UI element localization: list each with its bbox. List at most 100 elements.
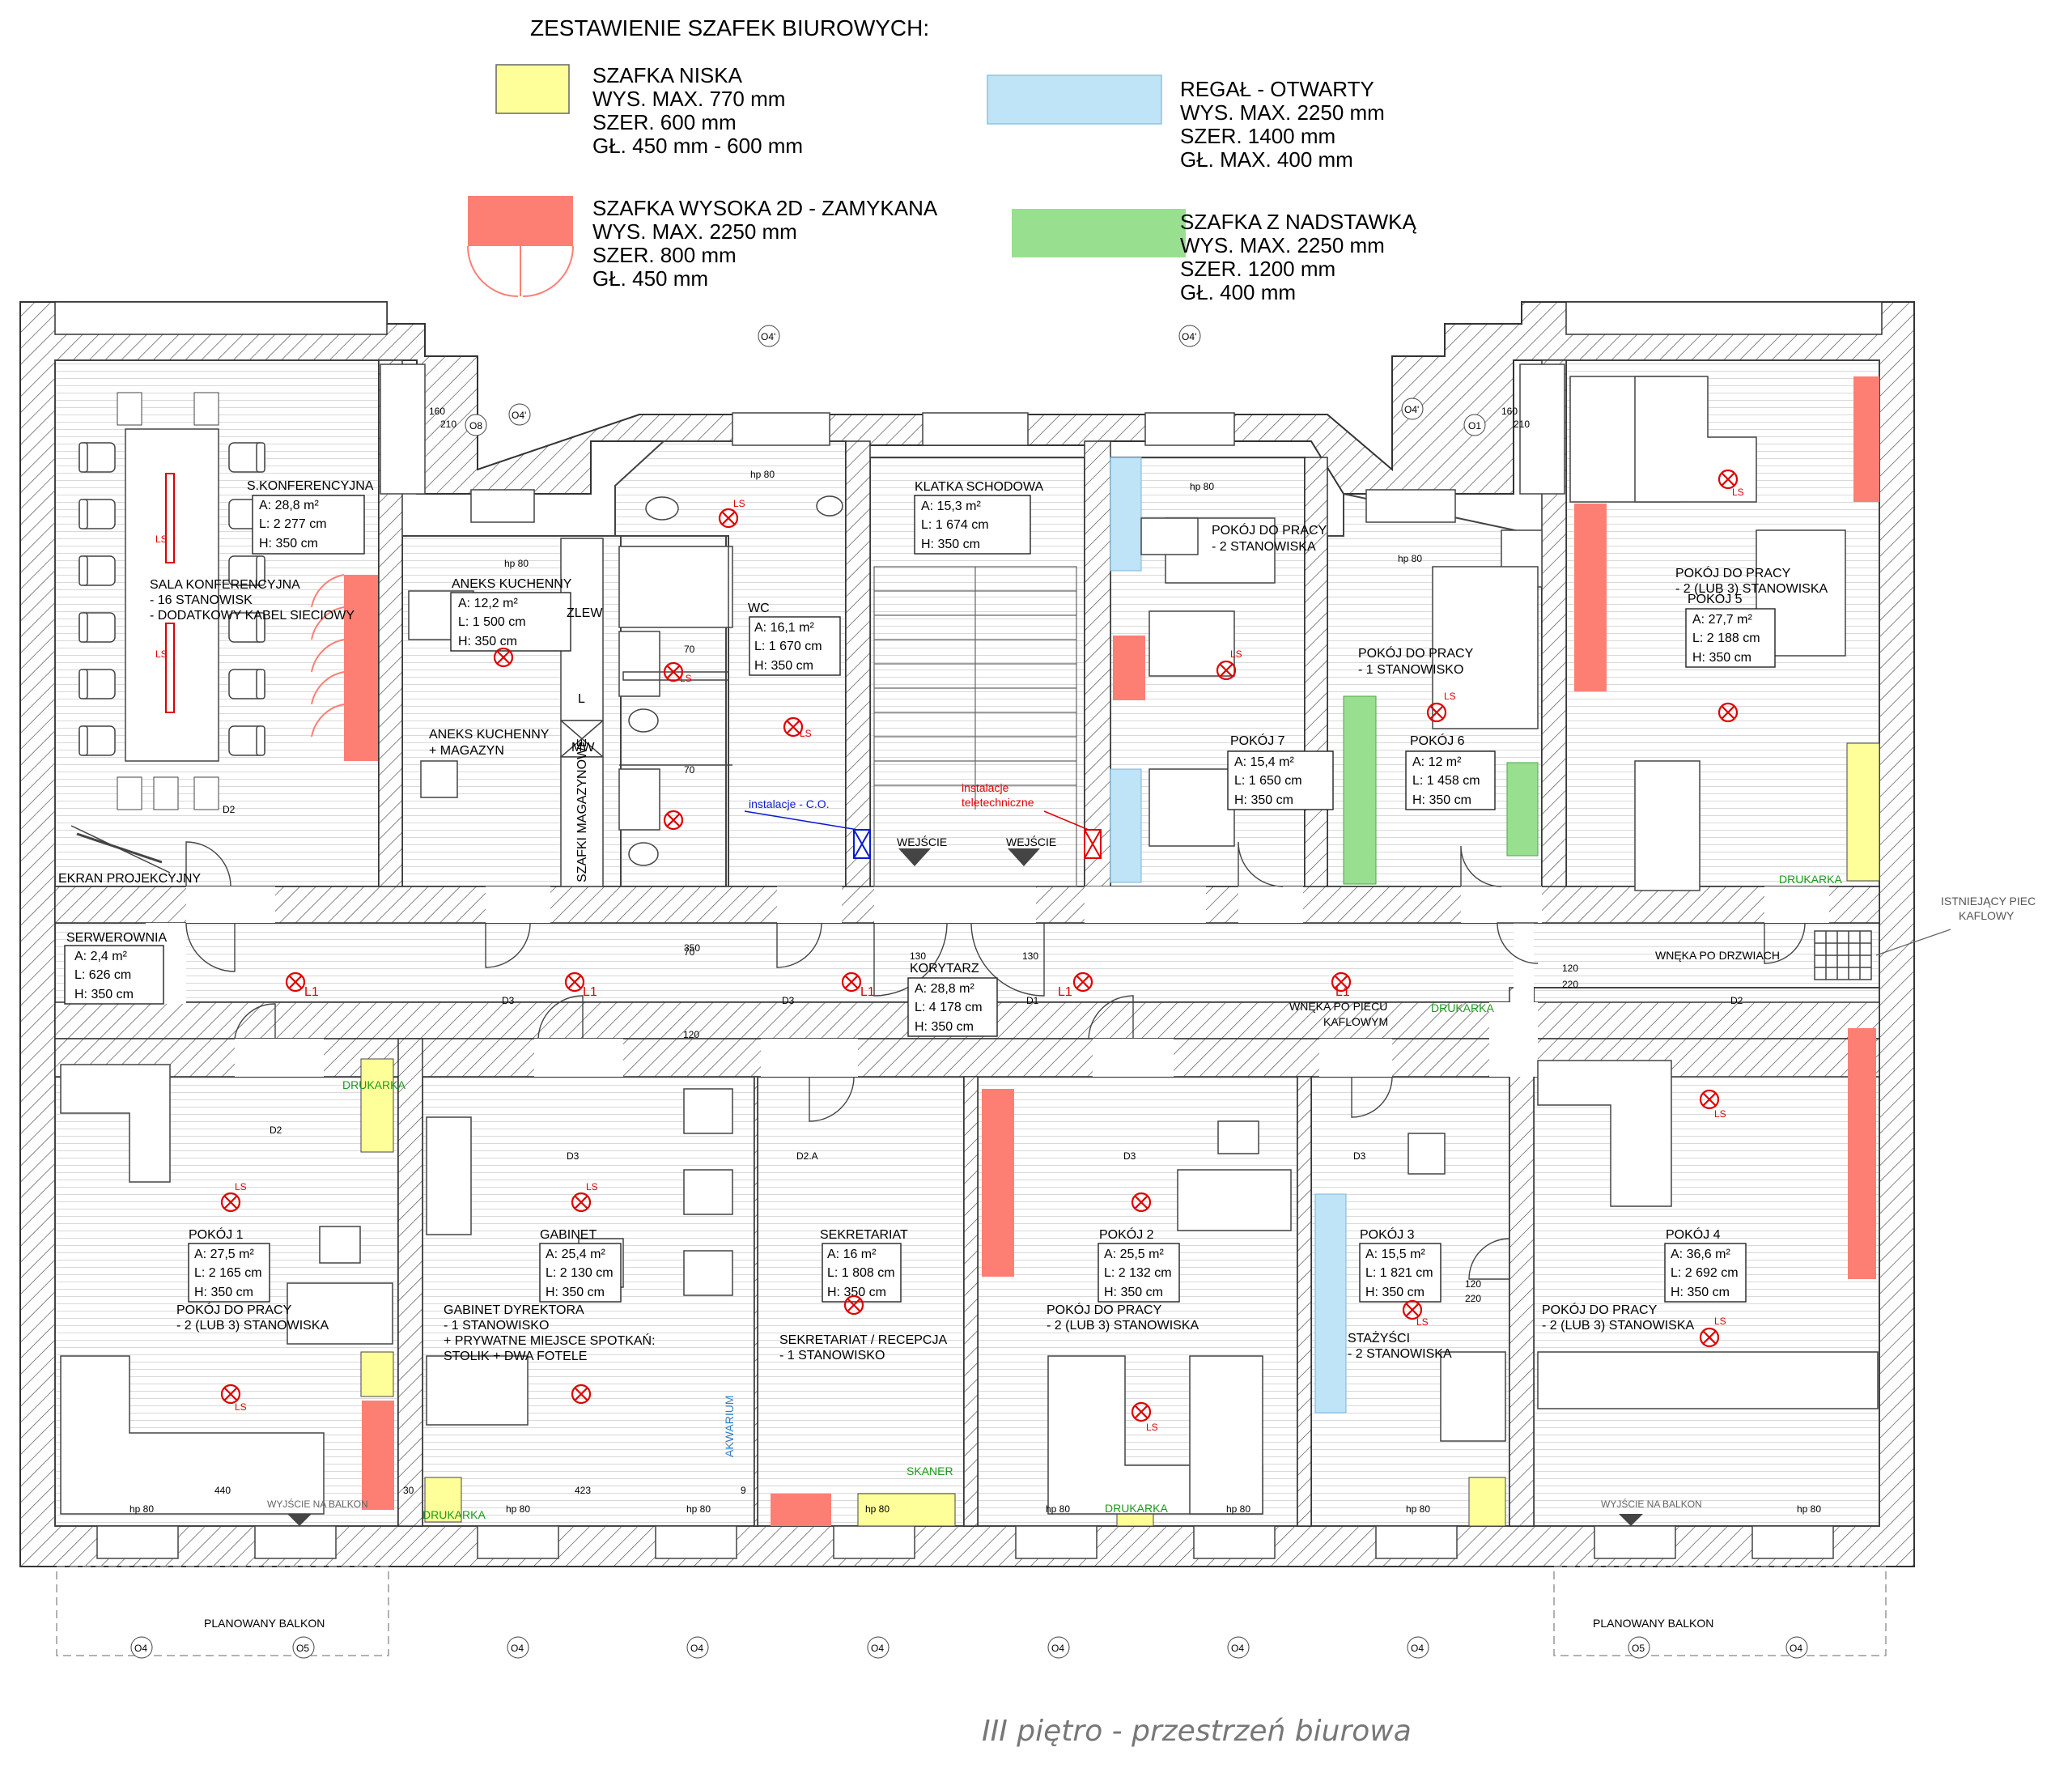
axis-tag: O5 — [1632, 1643, 1645, 1654]
axis-tag: O4 — [1231, 1643, 1244, 1654]
printer-label: DRUKARKA — [1431, 1001, 1494, 1014]
axis-marker: O5 — [292, 1636, 315, 1659]
ls-label: LS — [733, 498, 745, 509]
dimension: 9 — [741, 1485, 746, 1496]
room-area: A: 12 m² — [1412, 755, 1462, 769]
sill-height: hp 80 — [1797, 1503, 1821, 1515]
room-length: L: 1 670 cm — [754, 640, 822, 653]
tile-stove — [1814, 930, 1872, 980]
tall-cabinet — [362, 1401, 394, 1510]
dimension: 130 — [1022, 950, 1038, 962]
legend-low-line1: SZAFKA NISKA — [592, 63, 743, 87]
room-desc: POKÓJ DO PRACY — [1047, 1302, 1162, 1317]
room-desc: - 2 (LUB 3) STANOWISKA — [1675, 582, 1828, 596]
low-cabinet — [1846, 742, 1880, 882]
room-name: POKÓJ 2 — [1099, 1226, 1154, 1242]
room-height: H: 350 cm — [1365, 1286, 1424, 1299]
room-height: H: 350 cm — [754, 659, 813, 673]
axis-tag: O8 — [469, 420, 482, 431]
room-name: ANEKS KUCHENNY — [452, 577, 572, 591]
alcove-label-line2: KAFLOWYM — [1323, 1015, 1388, 1028]
axis-marker: O5 — [1628, 1636, 1650, 1659]
axis-marker: O8 — [465, 414, 487, 436]
topper-cabinet — [1506, 762, 1539, 857]
room-desc: STOLIK + DWA FOTELE — [444, 1350, 587, 1363]
open-shelf — [1314, 1193, 1347, 1414]
room-area: A: 28,8 m² — [915, 982, 974, 996]
dimension: 220 — [1465, 1293, 1481, 1304]
room-height: H: 350 cm — [194, 1286, 253, 1299]
l1-label: L1 — [304, 985, 319, 999]
room-desc: SEKRETARIAT / RECEPCJA — [779, 1333, 947, 1347]
telecom-label-line1: instalacje — [962, 781, 1009, 794]
room-name: POKÓJ 5 — [1688, 591, 1743, 606]
legend-low-line2: WYS. MAX. 770 mm — [592, 87, 785, 111]
legend-topper-line2: WYS. MAX. 2250 mm — [1180, 233, 1385, 257]
room-desc: POKÓJ DO PRACY — [176, 1302, 292, 1317]
legend-topper-line1: SZAFKA Z NADSTAWKĄ — [1180, 210, 1416, 234]
aquarium-label: AKWARIUM — [723, 1396, 736, 1457]
windows — [96, 363, 1834, 1559]
sill-height: hp 80 — [1190, 481, 1214, 492]
printer-label: DRUKARKA — [1779, 873, 1842, 886]
door-tags: D2 D2 D2 D1 D3 D3 D3 D3 D3 D2.A — [223, 804, 1743, 1162]
microwave-label: MW — [571, 741, 595, 755]
axis-marker: O4' — [1401, 397, 1424, 420]
dimension: 70 — [684, 946, 695, 958]
room-desc: - 1 STANOWISKO — [444, 1319, 549, 1333]
room-desc: STAŻYŚCI — [1348, 1330, 1410, 1346]
room-area: A: 15,3 m² — [921, 500, 981, 513]
dimension: 210 — [440, 419, 456, 430]
axis-tag: O4 — [1051, 1643, 1064, 1654]
room-desc: - 2 (LUB 3) STANOWISKA — [176, 1319, 329, 1333]
room-desc: + MAGAZYN — [429, 744, 504, 758]
room-desc: POKÓJ DO PRACY — [1358, 645, 1474, 661]
low-cabinet — [360, 1058, 394, 1153]
dimension: 120 — [683, 1029, 699, 1040]
sill-height: hp 80 — [750, 469, 775, 480]
ls-label: LS — [680, 673, 692, 684]
balcony-exit-label: WYJŚCIE NA BALKON — [1601, 1498, 1702, 1510]
room-name: SEKRETARIAT — [820, 1228, 908, 1242]
l1-label: L1 — [1335, 985, 1350, 999]
sill-height: hp 80 — [686, 1503, 711, 1515]
door-tag: D1 — [1026, 995, 1039, 1006]
door-tag: D3 — [1123, 1150, 1136, 1162]
entrance-label: WEJŚCIE — [897, 835, 947, 848]
room-length: L: 2 277 cm — [259, 517, 327, 531]
entrance-arrows — [287, 848, 1643, 1526]
axis-tag: O4' — [761, 331, 775, 342]
legend-swatch-open-shelf — [987, 74, 1162, 125]
tall-cabinet — [1574, 504, 1607, 691]
room-length: L: 2 692 cm — [1671, 1266, 1739, 1280]
balcony-label: PLANOWANY BALKON — [204, 1617, 325, 1630]
legend-low-line4: GŁ. 450 mm - 600 mm — [592, 134, 803, 158]
sill-height: hp 80 — [1226, 1503, 1250, 1515]
room-info-tables — [64, 495, 1776, 1303]
axis-tag: O1 — [1468, 420, 1481, 431]
axis-tag: O4 — [1411, 1643, 1424, 1654]
legend-tall-line4: GŁ. 450 mm — [592, 266, 708, 291]
ls-label: LS — [235, 1401, 247, 1413]
dimension: 120 — [1562, 963, 1578, 974]
room-desc: - 1 STANOWISKO — [779, 1349, 885, 1363]
low-cabinet — [1468, 1477, 1506, 1527]
room-name: KLATKA SCHODOWA — [915, 480, 1043, 494]
room-desc: - 2 (LUB 3) STANOWISKA — [1542, 1319, 1695, 1333]
dimension-figures: 210 160 210 160 350 130 130 120 220 120 … — [214, 406, 1578, 1496]
room-name: KORYTARZ — [910, 962, 979, 976]
l1-label: L1 — [1058, 985, 1072, 999]
stove-label-line1: ISTNIEJĄCY PIEC — [1941, 895, 2036, 908]
room-area: A: 25,4 m² — [546, 1248, 605, 1261]
kitchen-storage — [560, 538, 604, 887]
room-desc: SALA KONFERENCYJNA — [150, 578, 300, 592]
dimension: 70 — [684, 644, 695, 655]
balconies — [56, 1566, 1887, 1656]
ls-label: LS — [1230, 648, 1242, 660]
sink-label: ZLEW — [567, 606, 603, 620]
ls-label: LS — [1732, 487, 1744, 498]
dimension: 30 — [403, 1485, 414, 1496]
tall-cabinet — [982, 1089, 1014, 1277]
fridge-label: L — [578, 692, 585, 706]
room-area: A: 15,5 m² — [1365, 1248, 1425, 1261]
